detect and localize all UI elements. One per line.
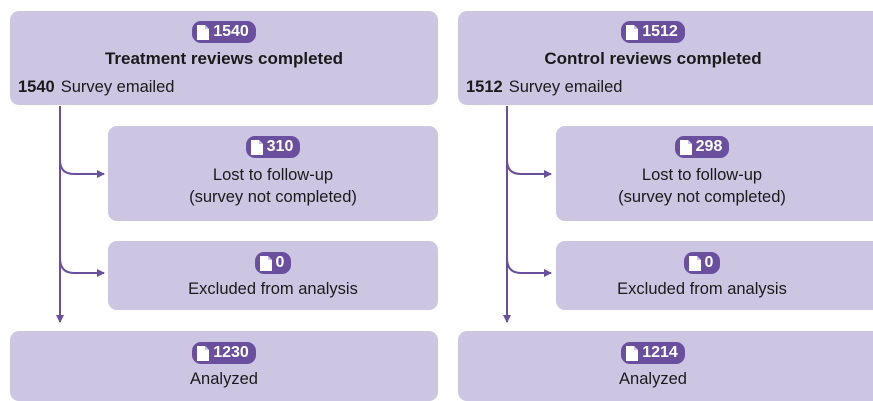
analyzed-label: Analyzed: [190, 369, 258, 388]
count-value: 310: [266, 138, 294, 155]
count-value: 0: [275, 254, 285, 271]
count-value: 1512: [642, 23, 678, 40]
control-lost-box: 298 Lost to follow-up (survey not comple…: [556, 126, 873, 221]
document-icon: [197, 345, 210, 361]
control-analyzed-box: 1214 Analyzed: [458, 331, 873, 401]
survey-emailed-line: 1512 Survey emailed: [466, 78, 622, 97]
count-badge: 1540: [192, 21, 256, 43]
document-icon: [679, 139, 692, 155]
excluded-label: Excluded from analysis: [617, 279, 787, 298]
connector-lost-left: [59, 159, 105, 178]
treatment-analyzed-box: 1230 Analyzed: [10, 331, 438, 401]
connector-lost-right: [506, 159, 552, 178]
count-value: 1540: [213, 23, 249, 40]
lost-line-2: (survey not completed): [189, 187, 357, 206]
emailed-count: 1540: [18, 78, 55, 96]
count-value: 1230: [213, 344, 249, 361]
count-badge: 0: [683, 252, 721, 274]
count-badge: 1230: [192, 342, 256, 364]
document-icon: [626, 345, 639, 361]
connector-excluded-right: [506, 257, 552, 277]
excluded-label: Excluded from analysis: [188, 279, 358, 298]
treatment-excluded-box: 0 Excluded from analysis: [108, 241, 438, 310]
count-value: 298: [695, 138, 723, 155]
count-badge: 298: [674, 136, 730, 158]
analyzed-label: Analyzed: [619, 369, 687, 388]
count-badge: 1214: [621, 342, 685, 364]
survey-emailed-line: 1540 Survey emailed: [18, 78, 174, 97]
treatment-lost-box: 310 Lost to follow-up (survey not comple…: [108, 126, 438, 221]
count-value: 1214: [642, 344, 678, 361]
box-title: Control reviews completed: [544, 48, 762, 68]
document-icon: [250, 139, 263, 155]
count-badge: 310: [245, 136, 301, 158]
emailed-count: 1512: [466, 78, 503, 96]
emailed-label: Survey emailed: [508, 78, 623, 96]
count-badge: 0: [254, 252, 292, 274]
count-badge: 1512: [621, 21, 685, 43]
lost-line-1: Lost to follow-up: [212, 165, 334, 184]
box-title: Treatment reviews completed: [104, 48, 344, 68]
document-icon: [626, 24, 639, 40]
count-value: 0: [704, 254, 714, 271]
connector-excluded-left: [59, 257, 105, 277]
emailed-label: Survey emailed: [60, 78, 175, 96]
lost-line-1: Lost to follow-up: [641, 165, 763, 184]
lost-line-2: (survey not completed): [618, 187, 786, 206]
control-excluded-box: 0 Excluded from analysis: [556, 241, 873, 310]
document-icon: [688, 255, 701, 271]
document-icon: [197, 24, 210, 40]
document-icon: [259, 255, 272, 271]
